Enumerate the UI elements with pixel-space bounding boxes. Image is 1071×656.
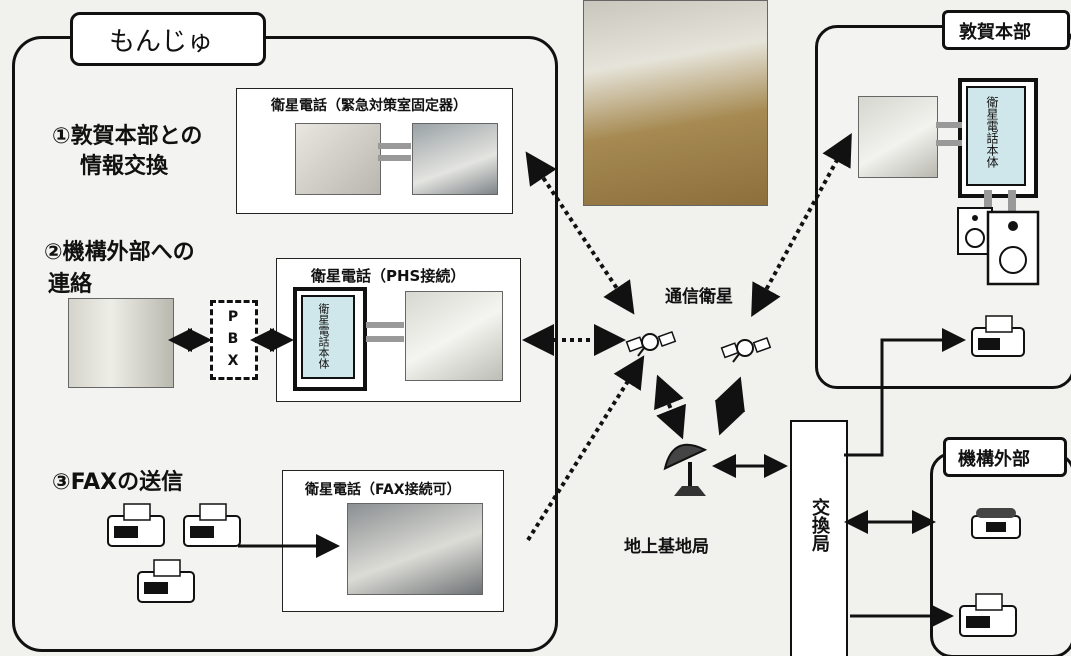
phs-antenna-photo [405,291,503,381]
hq-antenna-photo [858,96,938,178]
satellite1-ground-link [654,374,686,440]
sat-terminal-photo [412,123,498,195]
external-title: 機構外部 [958,449,1030,470]
sat-phone-fax-label: 衛星電話（FAX接続可） [305,482,461,498]
exchange-box: 交換局 [790,420,848,656]
sat-phone-fixed-box: 衛星電話（緊急対策室固定器） [236,88,513,214]
fixed-satellite-link [525,151,635,315]
fax-icon [107,503,165,547]
sat-phone-phs-label: 衛星電話（PHS接続） [311,267,466,285]
fixed-connector [378,143,411,161]
sat-phone-body-unit: 衛星電話本体 [293,287,367,391]
task1-line2: 情報交換 [80,154,169,179]
fax-icon [971,315,1025,357]
ground-station-label: 地上基地局 [624,537,709,557]
task2-line1: ②機構外部への [44,240,195,265]
phs-connector [366,322,404,342]
pbx-box: PBX [210,300,258,380]
phs-handset-icon [68,298,174,388]
hq-connector [936,122,1016,212]
task1-line1: ①敦賀本部との [52,124,203,149]
fax-icon [183,503,241,547]
external-tab: 機構外部 [943,437,1067,477]
task2-line2: 連絡 [48,272,93,297]
fax-icon [137,559,195,603]
satellite-icon [625,330,677,357]
hq-sat-phone-text: 衛星電話本体 [985,96,999,168]
tsuruga-hq-tab: 敦賀本部 [942,10,1070,50]
sat-phone-phs-box: 衛星電話（PHS接続） 衛星電話本体 [276,258,521,402]
monju-tab: もんじゅ [70,12,266,66]
sat-phone-body-text: 衛星電話本体 [317,303,330,369]
hq-satellite-link [751,132,852,318]
monju-title: もんじゅ [109,27,214,57]
satellite2-ground-link [714,376,746,436]
fax-icon [959,593,1017,637]
tsuruga-hq-title: 敦賀本部 [959,22,1031,43]
satellite-icon [720,336,772,363]
fax-terminal-photo [347,503,483,595]
hq-sat-phone-body: 衛星電話本体 [958,78,1038,198]
task3-label: ③FAXの送信 [52,470,184,495]
exchange-label: 交換局 [809,498,830,552]
speaker-icon [986,210,1040,286]
phone-icon [971,508,1021,539]
satellite-label: 通信衛星 [665,287,733,307]
dish-antenna-icon [663,443,708,496]
pbx-label: PBX [225,309,241,375]
exchange-hq-fax-line [844,328,966,457]
sat-phone-fixed-label: 衛星電話（緊急対策室固定器） [271,98,467,114]
fax-satellite-link [526,355,645,542]
